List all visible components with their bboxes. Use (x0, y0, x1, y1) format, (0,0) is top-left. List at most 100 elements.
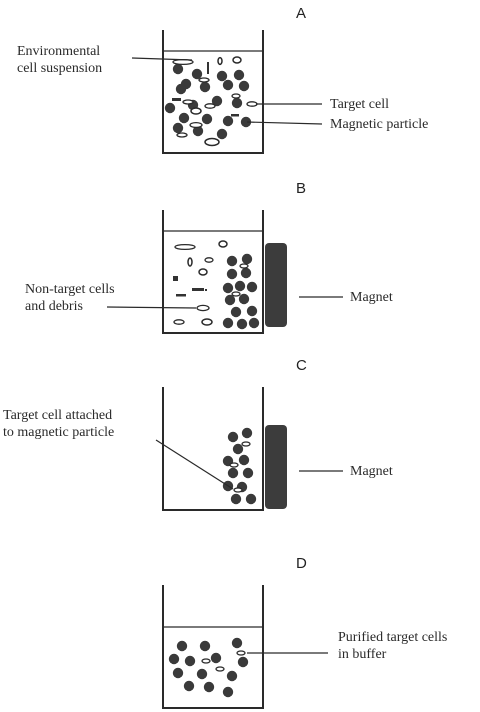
magnetic-particle (191, 68, 203, 80)
magnetic-particle (192, 125, 204, 137)
target-cell (173, 319, 185, 325)
beaker-a (162, 30, 264, 154)
magnetic-particle (231, 637, 243, 649)
target-cell (239, 263, 249, 269)
magnetic-particle (222, 686, 234, 698)
target-cell (233, 487, 243, 493)
magnetic-particle (203, 681, 215, 693)
magnetic-particle (172, 667, 184, 679)
leader-nontarget (106, 306, 197, 309)
debris (173, 276, 178, 281)
label-line: Environmental (17, 44, 101, 59)
non-target-cell (218, 240, 228, 248)
magnetic-particle (180, 78, 192, 90)
magnetic-particle (222, 79, 234, 91)
label-line: cell suspension (17, 61, 103, 76)
target-cell (215, 666, 225, 672)
target-cell (229, 462, 239, 468)
target-cell (182, 99, 194, 105)
magnetic-particle (199, 640, 211, 652)
magnetic-particle (246, 281, 258, 293)
magnet-c (265, 425, 287, 509)
beaker-d (162, 585, 264, 709)
contents-b (173, 240, 260, 330)
panel-a (131, 30, 323, 154)
non-target-cell (217, 56, 223, 66)
magnetic-particle (222, 317, 234, 329)
non-target-cell (198, 268, 208, 276)
magnetic-particle (172, 63, 184, 75)
target-cell (201, 658, 211, 664)
label-line: in buffer (338, 647, 387, 662)
leader-attached (155, 439, 234, 490)
magnetic-particle (210, 652, 222, 664)
magnetic-particle (234, 280, 246, 292)
contents-a (164, 56, 258, 147)
magnetic-particle (183, 680, 195, 692)
magnetic-particle (240, 116, 252, 128)
magnetic-particle (227, 467, 239, 479)
magnetic-particle (168, 653, 180, 665)
magnetic-particle (216, 70, 228, 82)
label-magnet-c: Magnet (350, 464, 393, 479)
debris (176, 294, 186, 297)
debris (205, 289, 207, 291)
magnetic-particle (236, 318, 248, 330)
magnet-b (265, 243, 287, 327)
magnetic-particle (226, 670, 238, 682)
magnetic-particle (199, 81, 211, 93)
label-line: to magnetic particle (3, 425, 115, 440)
magnetic-particle (224, 294, 236, 306)
magnetic-particle (230, 306, 242, 318)
magnetic-particle (201, 113, 213, 125)
label-line: Target cell attached (3, 408, 113, 423)
label-environmental-cell-suspension: Environmental cell suspension (17, 43, 102, 77)
panel-c (155, 387, 343, 511)
magnetic-particle (178, 112, 190, 124)
magnetic-particle (238, 293, 250, 305)
panel-b (106, 210, 343, 334)
debris (231, 114, 239, 117)
contents-d (168, 637, 249, 698)
magnetic-particle (164, 102, 176, 114)
panel-letter-b: B (296, 180, 307, 197)
magnetic-particle (222, 282, 234, 294)
magnetic-particle (248, 317, 260, 329)
label-target-cell: Target cell (330, 97, 390, 112)
leader-suspension (131, 57, 193, 61)
magnetic-particle (242, 467, 254, 479)
label-line: and debris (25, 299, 83, 314)
beaker-b (162, 210, 264, 334)
magnetic-particle (227, 431, 239, 443)
beaker-c (162, 387, 264, 511)
label-magnet-b: Magnet (350, 290, 393, 305)
label-non-target-cells: Non-target cells and debris (25, 281, 115, 315)
label-line: Non-target cells (25, 282, 115, 297)
target-cell (204, 103, 216, 109)
target-cell (204, 257, 214, 263)
magnetic-particle (176, 640, 188, 652)
magnetic-particle (184, 655, 196, 667)
magnetic-particle (196, 668, 208, 680)
non-target-cell (187, 257, 193, 267)
magnetic-particle (230, 493, 242, 505)
magnetic-particle (226, 255, 238, 267)
magnetic-particle (240, 267, 252, 279)
magnetic-particle (211, 95, 223, 107)
magnetic-particle (238, 80, 250, 92)
label-target-cell-attached: Target cell attached to magnetic particl… (3, 407, 114, 441)
target-cell (241, 441, 251, 447)
target-cell (198, 77, 210, 83)
debris (207, 62, 209, 74)
magnetic-particle (237, 656, 249, 668)
panel-letter-a: A (296, 5, 307, 22)
magnetic-particle (238, 454, 250, 466)
target-cell (246, 101, 258, 107)
magnetic-particle (241, 427, 253, 439)
magnetic-particle (246, 305, 258, 317)
label-purified-target-cells: Purified target cells in buffer (338, 629, 447, 663)
label-magnetic-particle: Magnetic particle (330, 117, 429, 132)
target-cell (231, 93, 241, 99)
